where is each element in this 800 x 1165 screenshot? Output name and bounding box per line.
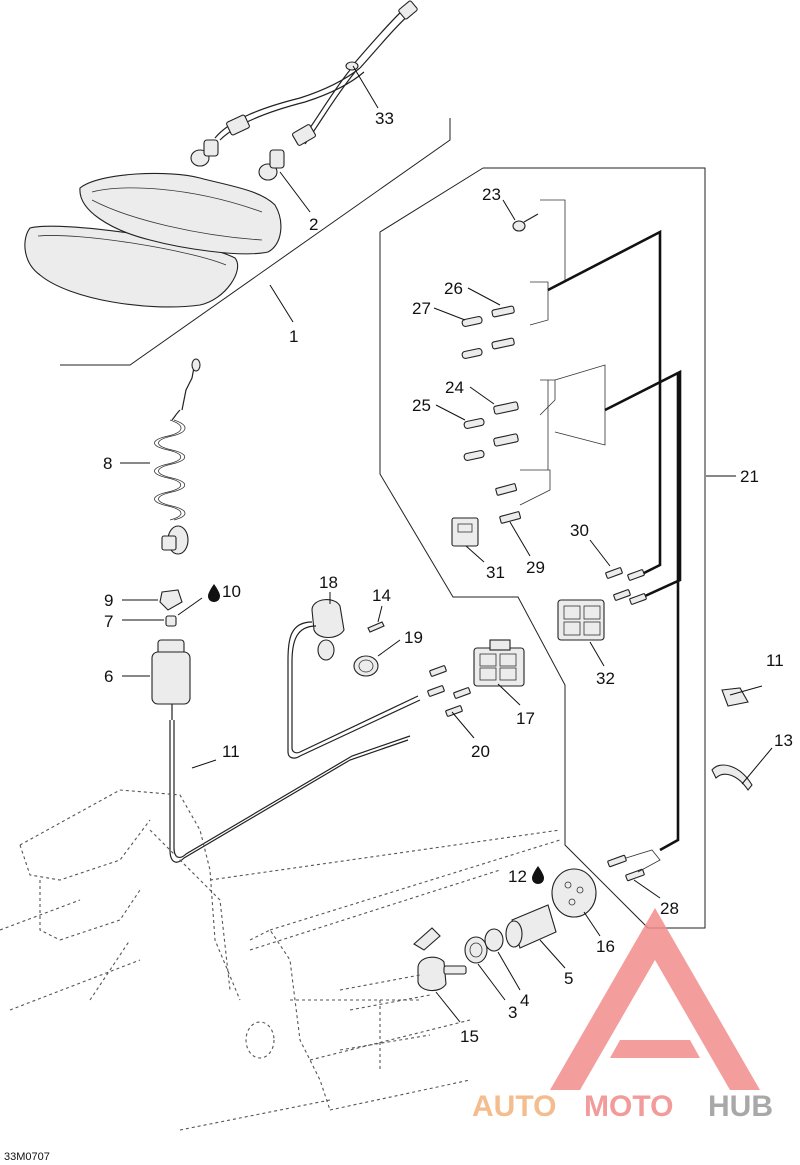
callout-17: 17	[516, 709, 535, 728]
watermark-logo: AUTO MOTO HUB	[472, 908, 773, 1123]
ignition-switch-assembly	[413, 868, 597, 992]
watermark-hub: HUB	[708, 1090, 773, 1123]
clip-and-tie	[711, 687, 753, 791]
bulb-left	[190, 139, 219, 167]
droplet-icon-12	[532, 866, 544, 884]
callout-20: 20	[471, 742, 490, 761]
callout-33: 33	[375, 109, 394, 128]
callout-12: 12	[508, 867, 527, 886]
callout-13: 13	[774, 731, 793, 750]
callout-26: 26	[444, 279, 463, 298]
callout-29: 29	[526, 558, 545, 577]
callout-7: 7	[104, 612, 113, 631]
callout-labels: 33 2 1 8 9 10 7 6 11 18 14 19 17 20 23 2…	[103, 109, 793, 1046]
leader-lines	[120, 65, 773, 1023]
callout-5: 5	[564, 969, 573, 988]
chassis-frame	[0, 789, 561, 1131]
callout-24: 24	[445, 378, 464, 397]
bulb-right	[258, 149, 285, 181]
callout-25: 25	[412, 396, 431, 415]
callout-14: 14	[372, 586, 391, 605]
headlight-assembly	[24, 0, 451, 366]
callout-16: 16	[596, 937, 615, 956]
callout-18: 18	[319, 573, 338, 592]
callout-15: 15	[460, 1027, 479, 1046]
callout-1: 1	[289, 327, 298, 346]
switch-18-assembly	[287, 599, 525, 759]
callout-11-wire: 11	[222, 742, 240, 761]
callout-10: 10	[222, 582, 241, 601]
wiring-harness-21	[379, 167, 706, 929]
callout-8: 8	[103, 454, 112, 473]
callout-32: 32	[596, 669, 615, 688]
callout-21: 21	[740, 467, 759, 486]
callout-19: 19	[404, 628, 423, 647]
callout-31: 31	[486, 563, 505, 582]
callout-3: 3	[508, 1003, 517, 1022]
callout-6: 6	[104, 667, 113, 686]
tether-cord-assembly	[151, 358, 411, 863]
triangle-logo-icon	[550, 908, 760, 1090]
callout-28: 28	[660, 899, 679, 918]
callout-23: 23	[482, 185, 501, 204]
callout-4: 4	[520, 991, 529, 1010]
callout-27: 27	[412, 299, 431, 318]
adhesive-symbols	[208, 584, 544, 884]
callout-2: 2	[309, 215, 318, 234]
watermark-auto: AUTO	[472, 1090, 556, 1123]
droplet-icon-10	[208, 584, 220, 602]
callout-9: 9	[104, 591, 113, 610]
watermark-moto: MOTO	[584, 1090, 673, 1123]
callout-30: 30	[570, 521, 589, 540]
drawing-code: 33M0707	[4, 1151, 50, 1163]
callout-11-clip: 11	[766, 651, 784, 670]
